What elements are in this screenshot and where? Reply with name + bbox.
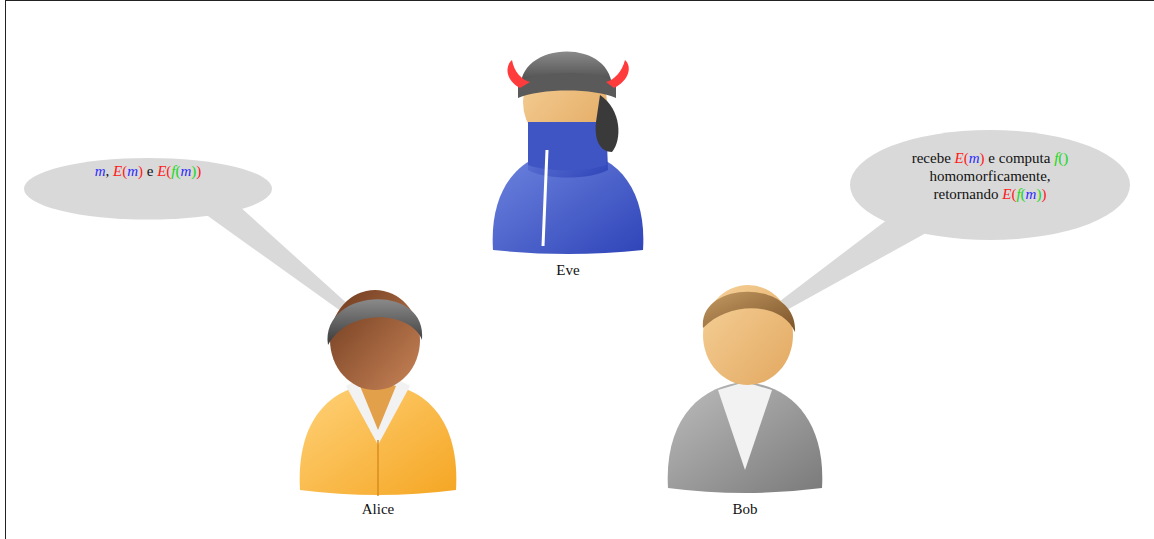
bob-figure	[668, 285, 823, 493]
character-name: Eve	[556, 261, 579, 279]
bubble-text: recebe E(m) e computa f() homomorficamen…	[901, 149, 1079, 203]
alice-figure	[300, 290, 457, 496]
frame-line	[5, 0, 1154, 1]
bubble-text: m, E(m) e E(f(m))	[95, 162, 202, 180]
speech-bubble: m, E(m) e E(f(m))	[24, 158, 272, 220]
character-name: Bob	[732, 500, 757, 518]
eve-figure	[493, 51, 644, 254]
character-name: Alice	[362, 500, 394, 518]
speech-bubble: recebe E(m) e computa f() homomorficamen…	[850, 130, 1130, 240]
frame-line	[5, 0, 6, 539]
bubble-outline	[850, 130, 1130, 240]
bubble-ellipse	[24, 158, 272, 220]
bubble-ellipse	[850, 130, 1130, 240]
